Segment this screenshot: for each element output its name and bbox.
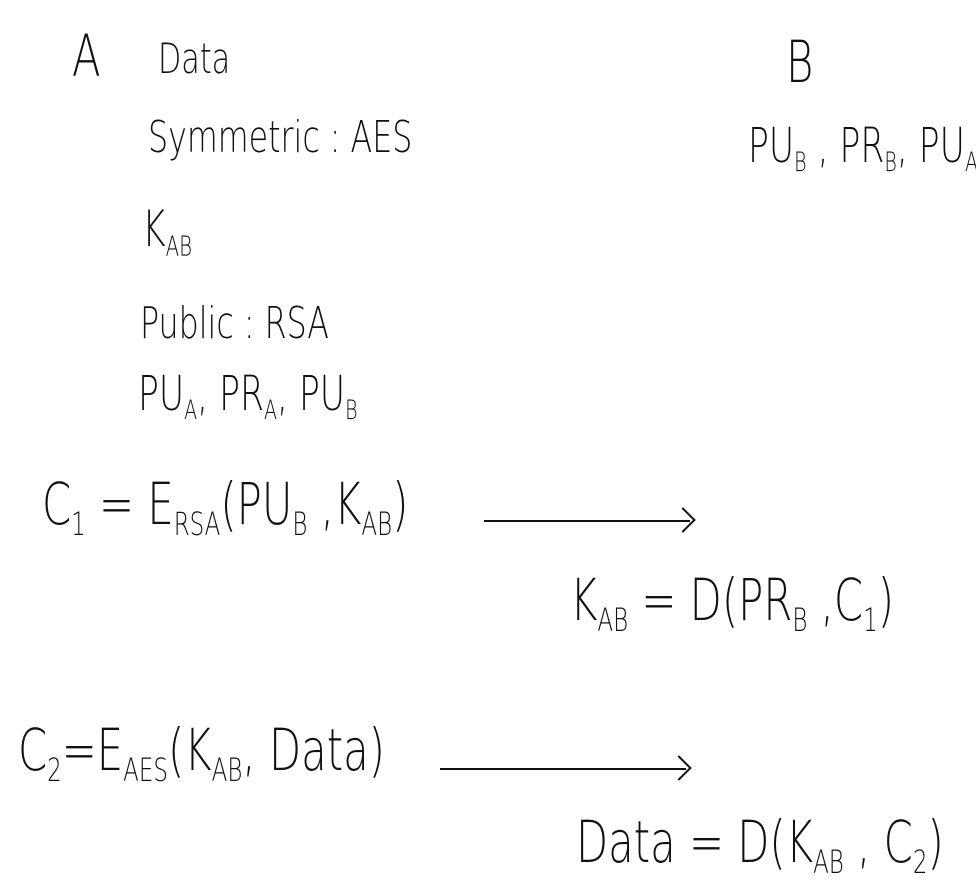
party-b-keys: PUB , PRB, PUA (748, 118, 976, 179)
step2-decryption: Data = D(KAB , C2) (576, 808, 944, 882)
step1-decryption: KAB = D(PRB ,C1) (570, 566, 894, 640)
shared-key: KAB (142, 200, 192, 263)
symmetric-cipher: Symmetric : AES (148, 112, 413, 163)
step1-encryption: C1 = ERSA(PUB ,KAB) (42, 470, 409, 544)
key-sub: AB (165, 230, 193, 263)
party-b-label: B (786, 28, 814, 96)
key-main: K (142, 200, 166, 258)
step2-encryption: C2=EAES(KAB, Data) (18, 716, 385, 790)
party-a-keys: PUA, PRA, PUB (138, 366, 358, 427)
party-a-data: Data (158, 34, 231, 83)
public-cipher: Public : RSA (140, 298, 329, 349)
step1-arrow (484, 520, 690, 522)
step2-arrow (440, 768, 686, 770)
party-a-label: A (72, 22, 101, 90)
